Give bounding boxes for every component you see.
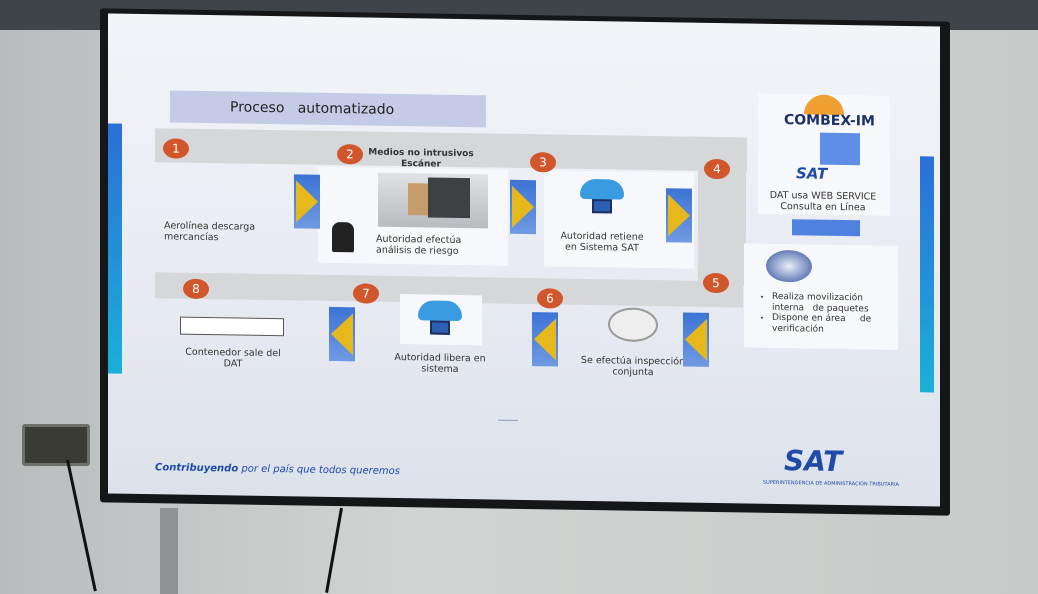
bullet: Dispone en área de verificación	[772, 313, 892, 336]
arrow-left-icon	[329, 306, 355, 362]
globe-hand-icon	[766, 249, 812, 283]
cable	[325, 507, 343, 593]
slogan-text: por el país que todos queremos	[238, 463, 400, 478]
scanner-image	[378, 172, 488, 229]
step-badge: 3	[530, 152, 556, 173]
wall-outlet	[22, 424, 90, 466]
arrow-left-icon	[683, 312, 709, 367]
truck-icon	[180, 316, 284, 337]
step-badge: 1	[163, 138, 189, 159]
arrow-left-icon	[532, 312, 558, 367]
step-badge: 6	[537, 288, 563, 309]
step7-label: Autoridad libera en sistema	[394, 351, 486, 375]
bullet: Realiza movilización interna de paquetes	[772, 292, 892, 315]
combex-logo: COMBEX-IM	[784, 112, 875, 130]
step-badge: 4	[704, 158, 730, 180]
arrow-right-icon	[510, 179, 536, 235]
step3-label: Autoridad retiene en Sistema SAT	[560, 230, 644, 254]
step-badge: 5	[703, 272, 729, 294]
cloud-icon	[580, 178, 624, 200]
devices-icon	[430, 320, 450, 335]
cable	[66, 459, 97, 592]
tv-stand	[160, 508, 178, 594]
scanner-header: Medios no intrusivos Escáner	[368, 147, 474, 170]
accent-bar-right	[920, 156, 934, 393]
devices-icon	[592, 199, 612, 214]
accent-bar-left	[108, 123, 122, 374]
step1-label: Aerolínea descarga mercancías	[164, 220, 256, 244]
step5-bullets: Realiza movilización interna de paquetes…	[772, 292, 892, 336]
sat-logo: SAT	[784, 444, 843, 478]
cloud-icon	[418, 300, 462, 322]
step2-label: Autoridad efectúa análisis de riesgo	[376, 233, 462, 257]
slide: Proceso automatizado 1 2 3 4 5 6 7 8 Aer…	[108, 13, 940, 507]
step-badge: 7	[353, 283, 379, 304]
slogan: Contribuyendo por el país que todos quer…	[155, 462, 400, 477]
step-badge: 2	[337, 144, 363, 165]
sat-subtitle: Superintendencia de Administración Tribu…	[763, 479, 899, 488]
slogan-bold: Contribuyendo	[155, 462, 239, 475]
web-service-label: DAT usa WEB SERVICE Consulta en Línea	[769, 189, 877, 214]
step-badge: 8	[183, 278, 209, 300]
step6-label: Se efectúa inspección conjunta	[580, 354, 686, 379]
officer-icon	[332, 221, 354, 253]
sat-logo-small: SAT	[796, 164, 828, 183]
connector-block	[792, 219, 860, 237]
arrow-right-icon	[666, 188, 692, 243]
step8-label: Contenedor sale del DAT	[185, 346, 281, 370]
arrow-right-icon	[294, 174, 320, 229]
slide-title: Proceso automatizado	[230, 99, 395, 118]
connector-block	[820, 132, 860, 166]
divider	[498, 419, 518, 421]
coat-of-arms-icon	[608, 307, 658, 343]
